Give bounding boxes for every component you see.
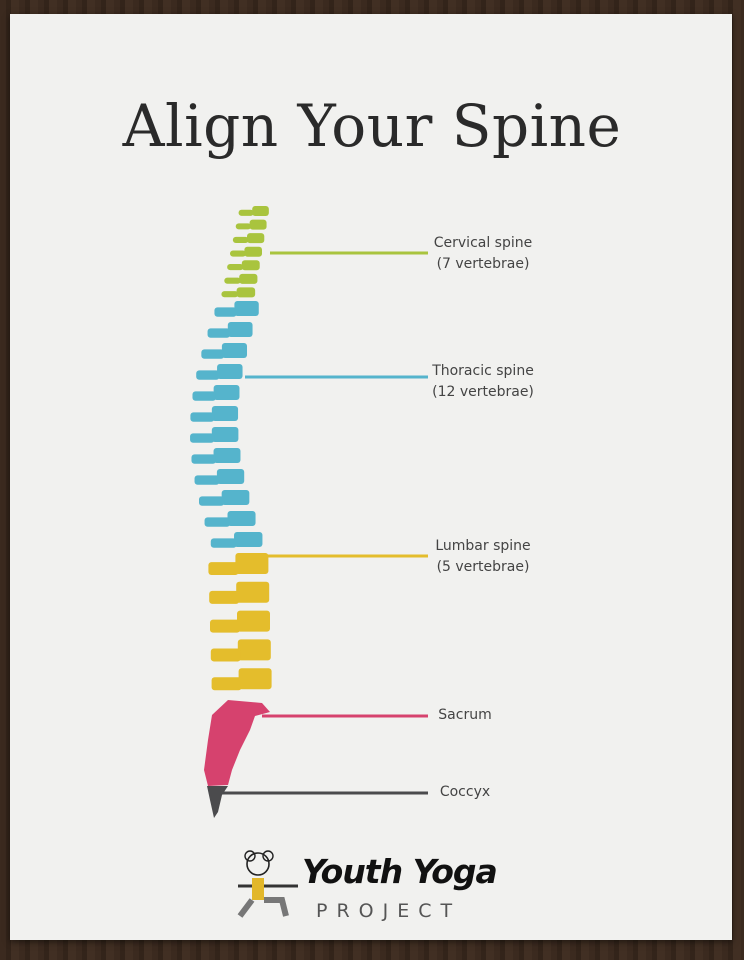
vertebra-process (211, 677, 242, 691)
coccyx (207, 786, 228, 818)
page-title: Align Your Spine (122, 92, 622, 160)
vertebra-process (194, 475, 220, 485)
lumbar-name: Lumbar spine (435, 538, 531, 554)
cervical-spine-vertebra (241, 260, 260, 271)
lumbar-spine-vertebra (237, 639, 271, 661)
logo-name: Youth Yoga (302, 852, 498, 891)
vertebra-process (238, 209, 254, 216)
vertebra-process (201, 349, 225, 359)
vertebra-process (190, 433, 215, 443)
lumbar-spine-vertebra (238, 668, 272, 690)
vertebra-process (191, 454, 216, 464)
thoracic-detail: (12 vertebrae) (432, 384, 534, 400)
label-cervical: Cervical spine (7 vertebrae) (423, 233, 543, 275)
cervical-spine-vertebra (239, 273, 258, 284)
vertebra-process (204, 517, 231, 527)
vertebra-process (230, 250, 246, 257)
vertebra-process (227, 264, 244, 271)
vertebra-process (214, 307, 237, 317)
vertebra-process (209, 590, 240, 604)
cervical-spine-vertebra (244, 246, 262, 257)
vertebra-process (232, 236, 249, 243)
cervical-spine-vertebra (252, 206, 269, 216)
thoracic-spine-vertebra (213, 385, 240, 400)
vertebra-process (210, 648, 241, 662)
cervical-spine-vertebra (247, 233, 265, 244)
vertebra-process (192, 391, 216, 401)
vertebra-process (210, 538, 237, 548)
vertebra-process (235, 223, 252, 230)
thoracic-spine-vertebra (211, 406, 239, 421)
lumbar-spine-vertebra (237, 610, 270, 632)
vertebra-process (196, 370, 220, 380)
lumbar-spine-vertebra (236, 581, 270, 603)
thoracic-name: Thoracic spine (432, 363, 534, 379)
thoracic-spine-vertebra (227, 511, 256, 526)
vertebra-process (207, 328, 231, 338)
vertebra-process (221, 291, 239, 298)
label-sacrum: Sacrum (438, 707, 492, 723)
thoracic-spine-vertebra (234, 301, 259, 316)
vertebra-process (190, 412, 215, 422)
cervical-name: Cervical spine (433, 235, 533, 251)
thoracic-spine-vertebra (213, 448, 241, 463)
vertebra-process (210, 619, 240, 633)
label-thoracic: Thoracic spine (12 vertebrae) (423, 361, 543, 403)
vertebra-process (208, 562, 239, 576)
thoracic-spine-vertebra (234, 532, 263, 547)
thoracic-spine-vertebra (216, 469, 245, 484)
lumbar-detail: (5 vertebrae) (436, 559, 530, 575)
label-coccyx: Coccyx (439, 784, 491, 800)
logo-subtitle: PROJECT (316, 900, 462, 922)
label-lumbar: Lumbar spine (5 vertebrae) (423, 536, 543, 578)
cervical-spine-vertebra (249, 219, 267, 230)
spine-card (10, 14, 732, 940)
lumbar-spine-vertebra (235, 553, 269, 574)
thoracic-spine-vertebra (217, 364, 243, 379)
vertebra-process (199, 496, 225, 506)
thoracic-spine-vertebra (227, 322, 253, 337)
cervical-detail: (7 vertebrae) (436, 256, 530, 272)
thoracic-spine-vertebra (221, 343, 248, 358)
sacrum (204, 700, 270, 786)
thoracic-spine-vertebra (221, 490, 250, 505)
cervical-spine-vertebra (236, 287, 256, 298)
thoracic-spine-vertebra (211, 427, 239, 442)
yoga-girl-logo-icon (237, 850, 298, 918)
vertebra-process (224, 277, 241, 284)
